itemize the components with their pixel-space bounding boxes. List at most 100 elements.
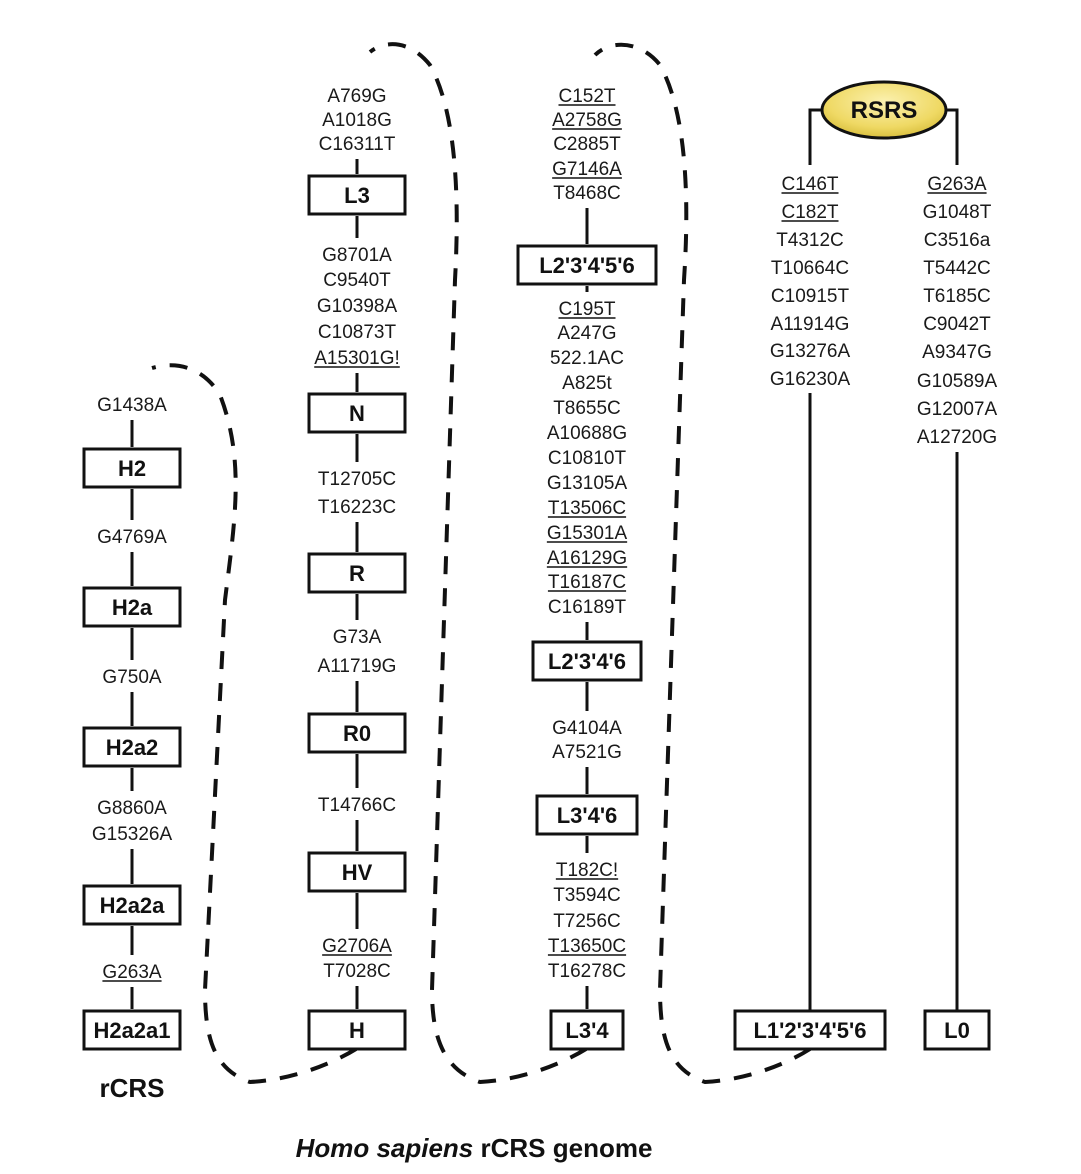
node-box [82, 1009, 182, 1051]
mutation: T7028C [323, 961, 391, 982]
dashed-loop-1 [151, 363, 358, 1085]
mutation-underlined: C182T [781, 202, 838, 223]
node-h2a2a1: H2a2a1 [82, 1009, 182, 1051]
mutation-list: G263AG1048TC3516aT5442CT6185CC9042TA9347… [917, 174, 998, 448]
mutation: T3594C [553, 885, 621, 906]
mutation: A9347G [922, 342, 992, 363]
dashed-loop-3 [593, 42, 812, 1085]
title-rest: rCRS genome [473, 1133, 652, 1163]
node-box [82, 447, 182, 489]
node-label: L3'4 [565, 1018, 609, 1043]
node-label: H2 [118, 456, 146, 481]
node-box [733, 1009, 887, 1051]
mutation: G4104A [552, 718, 622, 739]
reference-label: rCRS [99, 1073, 164, 1103]
node-box [82, 726, 182, 768]
mutation: A11914G [771, 314, 850, 335]
node-box [531, 640, 643, 682]
mutation: T8655C [553, 398, 621, 419]
node-box [549, 1009, 625, 1051]
mutation: C9540T [323, 270, 391, 291]
mutation-underlined: T13650C [548, 936, 626, 957]
title-italic: Homo sapiens [296, 1133, 474, 1163]
root-label: RSRS [851, 97, 918, 124]
mutation: G16230A [770, 369, 851, 390]
mutation: C16189T [548, 597, 627, 618]
node-hv: HV [307, 851, 407, 893]
node-n: N [307, 392, 407, 434]
node-label: L2'3'4'5'6 [539, 253, 635, 278]
mutation: G15326A [92, 824, 173, 845]
l1-column: C146TC182TT4312CT10664CC10915TA11914GG13… [733, 174, 887, 1051]
mutation-list: G750A [102, 667, 161, 688]
node-label: HV [342, 860, 373, 885]
mutation: A12720G [917, 427, 997, 448]
node-l3: L3 [307, 174, 407, 216]
root-edge-left [808, 108, 822, 165]
node-l1-2-3-4-5-6: L1'2'3'4'5'6 [733, 1009, 887, 1051]
mutation: C3516a [924, 230, 991, 251]
mutation-underlined: G263A [102, 962, 161, 983]
mutation: T6185C [923, 286, 991, 307]
mutation: A247G [557, 323, 616, 344]
mutation-underlined: T182C! [556, 860, 618, 881]
mutation: T4312C [776, 230, 844, 251]
mutation: G10589A [917, 371, 998, 392]
node-label: H2a2a1 [93, 1018, 170, 1043]
mutation-list: G2706A T7028C [322, 936, 392, 982]
node-box [307, 712, 407, 754]
figure-title: Homo sapiens rCRS genome [296, 1133, 653, 1163]
node-label: R [349, 561, 365, 586]
node-r0: R0 [307, 712, 407, 754]
mutation: T12705C [318, 469, 396, 490]
node-label: L3 [344, 183, 370, 208]
node-box [307, 174, 407, 216]
mutation: A7521G [552, 742, 622, 763]
node-label: H2a2 [106, 735, 159, 760]
mutation: G8701A [322, 245, 392, 266]
mutation: T8468C [553, 183, 621, 204]
dashed-loop-2 [368, 42, 588, 1085]
mutation: G4769A [97, 527, 167, 548]
node-l2-3-4-5-6: L2'3'4'5'6 [516, 244, 658, 286]
mutation: 522.1AC [550, 348, 624, 369]
node-box [82, 884, 182, 926]
node-box [82, 586, 182, 628]
mutation: G12007A [917, 399, 998, 420]
mutation: G13105A [547, 473, 628, 494]
node-label: L0 [944, 1018, 970, 1043]
mutation-underlined: G2706A [322, 936, 392, 957]
mutation: T10664C [771, 258, 849, 279]
node-h: H [307, 1009, 407, 1051]
mutation: A769G [327, 86, 386, 107]
mutation: T16278C [548, 961, 626, 982]
mutation: C9042T [923, 314, 991, 335]
mutation-underlined: G15301A [547, 523, 628, 544]
l0-column: G263AG1048TC3516aT5442CT6185CC9042TA9347… [917, 174, 998, 1051]
mutation-list: C195TA247G522.1ACA825tT8655CA10688GC1081… [546, 299, 628, 618]
dashed-connector-loops [151, 42, 812, 1085]
mutation: G1048T [923, 202, 992, 223]
node-h2: H2 [82, 447, 182, 489]
node-l3-4-6: L3'4'6 [535, 794, 639, 836]
mutation-list: G4769A [97, 527, 167, 548]
node-h2a2a: H2a2a [82, 884, 182, 926]
mutation-underlined: A16129G [547, 548, 627, 569]
root-edge-right [946, 108, 959, 165]
node-label: H2a [112, 595, 153, 620]
mutation-underlined: T13506C [548, 498, 626, 519]
mutation-underlined: A15301G! [314, 348, 400, 369]
node-label: L2'3'4'6 [548, 649, 626, 674]
l3-column: A769GA1018GC16311TL3G8701AC9540TG10398AC… [307, 86, 407, 1051]
mutation: A10688G [547, 423, 627, 444]
mutation: G1438A [97, 395, 167, 416]
mutation: A11719G [318, 656, 397, 677]
node-box [535, 794, 639, 836]
mutation-list: G263A [102, 962, 162, 983]
node-box [307, 1009, 407, 1051]
node-l2-3-4-6: L2'3'4'6 [531, 640, 643, 682]
